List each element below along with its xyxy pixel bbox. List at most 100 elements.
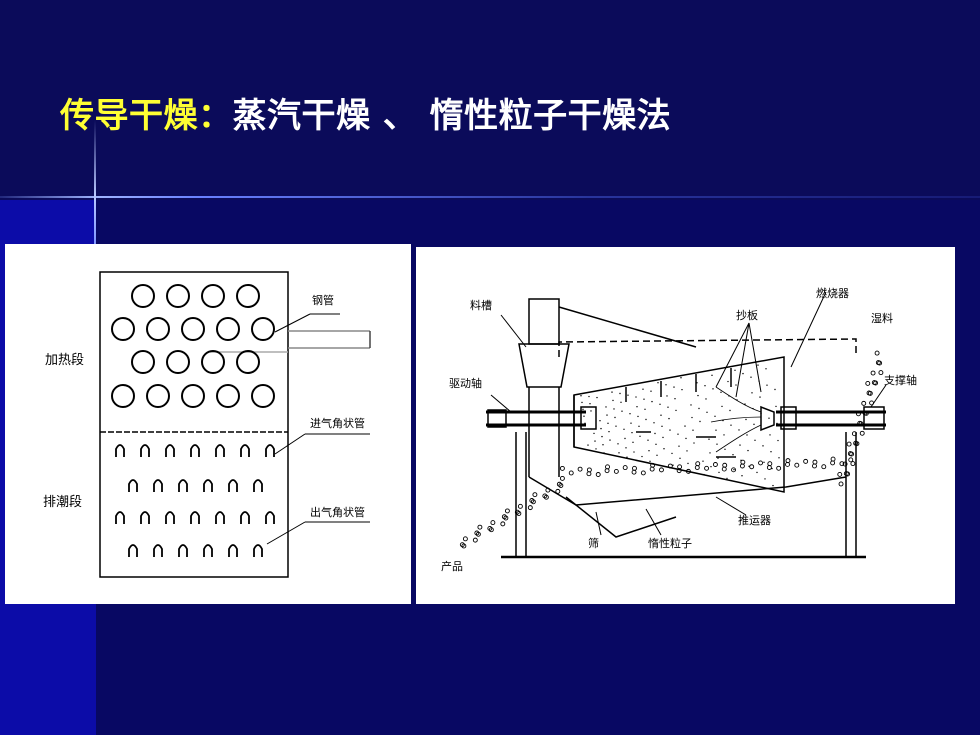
particle <box>532 492 538 498</box>
angle-tube <box>190 444 200 457</box>
speckle <box>702 460 704 462</box>
speckle <box>655 443 657 446</box>
particle <box>846 441 852 447</box>
angle-tube <box>203 479 213 492</box>
steel-tube-circle <box>236 284 260 308</box>
speckle <box>661 425 663 428</box>
particle <box>739 463 745 469</box>
label-hopper: 料槽 <box>470 298 492 312</box>
speckle <box>681 388 683 391</box>
speckle <box>703 473 705 476</box>
speckle <box>613 408 615 410</box>
title-highlight: 传导干燥： <box>60 96 233 136</box>
particle <box>501 514 507 520</box>
particle <box>487 525 493 531</box>
speckle <box>691 416 693 419</box>
decorative-vertical-line <box>94 120 96 245</box>
angle-tube <box>178 544 188 557</box>
speckle <box>673 386 675 388</box>
particle <box>586 471 592 477</box>
particle <box>605 464 610 470</box>
angle-tube <box>228 479 238 492</box>
speckle <box>626 456 628 458</box>
speckle <box>590 410 592 412</box>
label-steel-tube: 钢管 <box>312 293 334 307</box>
angle-tube <box>203 544 213 557</box>
speckle <box>766 384 768 386</box>
inert-particle-dryer-diagram: 料槽 燃烧器 抄板 湿料 驱动轴 支撑轴 推运器 筛 惰性粒子 产品 <box>416 247 955 604</box>
steel-tube-circle <box>146 317 170 341</box>
steel-tube-circle <box>236 350 260 374</box>
angle-tube <box>240 444 250 457</box>
steel-tube-circle <box>251 317 275 341</box>
label-heating-section: 加热段 <box>45 353 84 368</box>
speckle <box>599 420 601 422</box>
angle-tube <box>165 511 175 524</box>
steel-tube-circle <box>201 350 225 374</box>
speckle <box>726 477 728 480</box>
particle <box>472 537 478 543</box>
speckle <box>710 465 712 468</box>
speckle <box>760 412 762 414</box>
particle <box>721 466 727 472</box>
speckle <box>642 388 644 390</box>
particle <box>851 431 857 437</box>
decorative-horizontal-line <box>0 196 980 198</box>
steel-tube-circle <box>216 384 240 408</box>
particle <box>803 458 809 464</box>
particle <box>731 467 737 473</box>
particle <box>830 460 836 466</box>
particle <box>542 493 548 499</box>
speckle <box>712 388 714 390</box>
particle <box>613 468 619 474</box>
speckle <box>716 443 718 445</box>
particle <box>659 467 664 473</box>
speckle <box>584 422 586 425</box>
speckle <box>674 398 676 400</box>
label-inlet-angle-tube: 进气角状管 <box>310 416 365 430</box>
speckle <box>662 436 664 439</box>
label-support-shaft: 支撑轴 <box>884 373 917 387</box>
particle <box>812 463 817 469</box>
speckle <box>644 408 646 411</box>
speckle <box>699 420 701 423</box>
speckle <box>769 434 771 436</box>
speckle <box>765 368 767 370</box>
speckle <box>581 401 583 404</box>
speckle <box>587 444 589 446</box>
speckle <box>698 407 700 410</box>
speckle <box>735 384 737 386</box>
speckle <box>583 415 585 417</box>
label-lifter: 抄板 <box>736 308 758 322</box>
speckle <box>704 385 706 387</box>
speckle <box>611 391 613 393</box>
particle <box>545 487 551 493</box>
speckle <box>620 401 622 403</box>
particle <box>838 481 844 487</box>
angle-tube <box>140 444 150 457</box>
steel-tube-circle <box>251 384 275 408</box>
speckle <box>588 395 590 398</box>
steel-tube-circle <box>131 350 155 374</box>
particle <box>650 462 656 468</box>
speckle <box>633 451 635 453</box>
speckle <box>715 429 717 431</box>
label-inert-particles: 惰性粒子 <box>648 536 692 550</box>
steel-tube-circle <box>216 317 240 341</box>
speckle <box>697 394 699 397</box>
speckle <box>631 431 633 434</box>
speckle <box>706 411 708 413</box>
title-rest: 蒸汽干燥 、 惰性粒子干燥法 <box>232 96 672 136</box>
speckle <box>678 445 680 447</box>
angle-tube <box>253 544 263 557</box>
speckle <box>618 452 620 454</box>
speckle <box>727 380 729 383</box>
speckle <box>629 413 631 415</box>
particle <box>667 463 673 469</box>
speckle <box>653 422 655 424</box>
particle <box>568 470 574 476</box>
particle <box>504 508 510 514</box>
speckle <box>746 434 748 436</box>
speckle <box>600 427 602 430</box>
speckle <box>651 400 653 403</box>
